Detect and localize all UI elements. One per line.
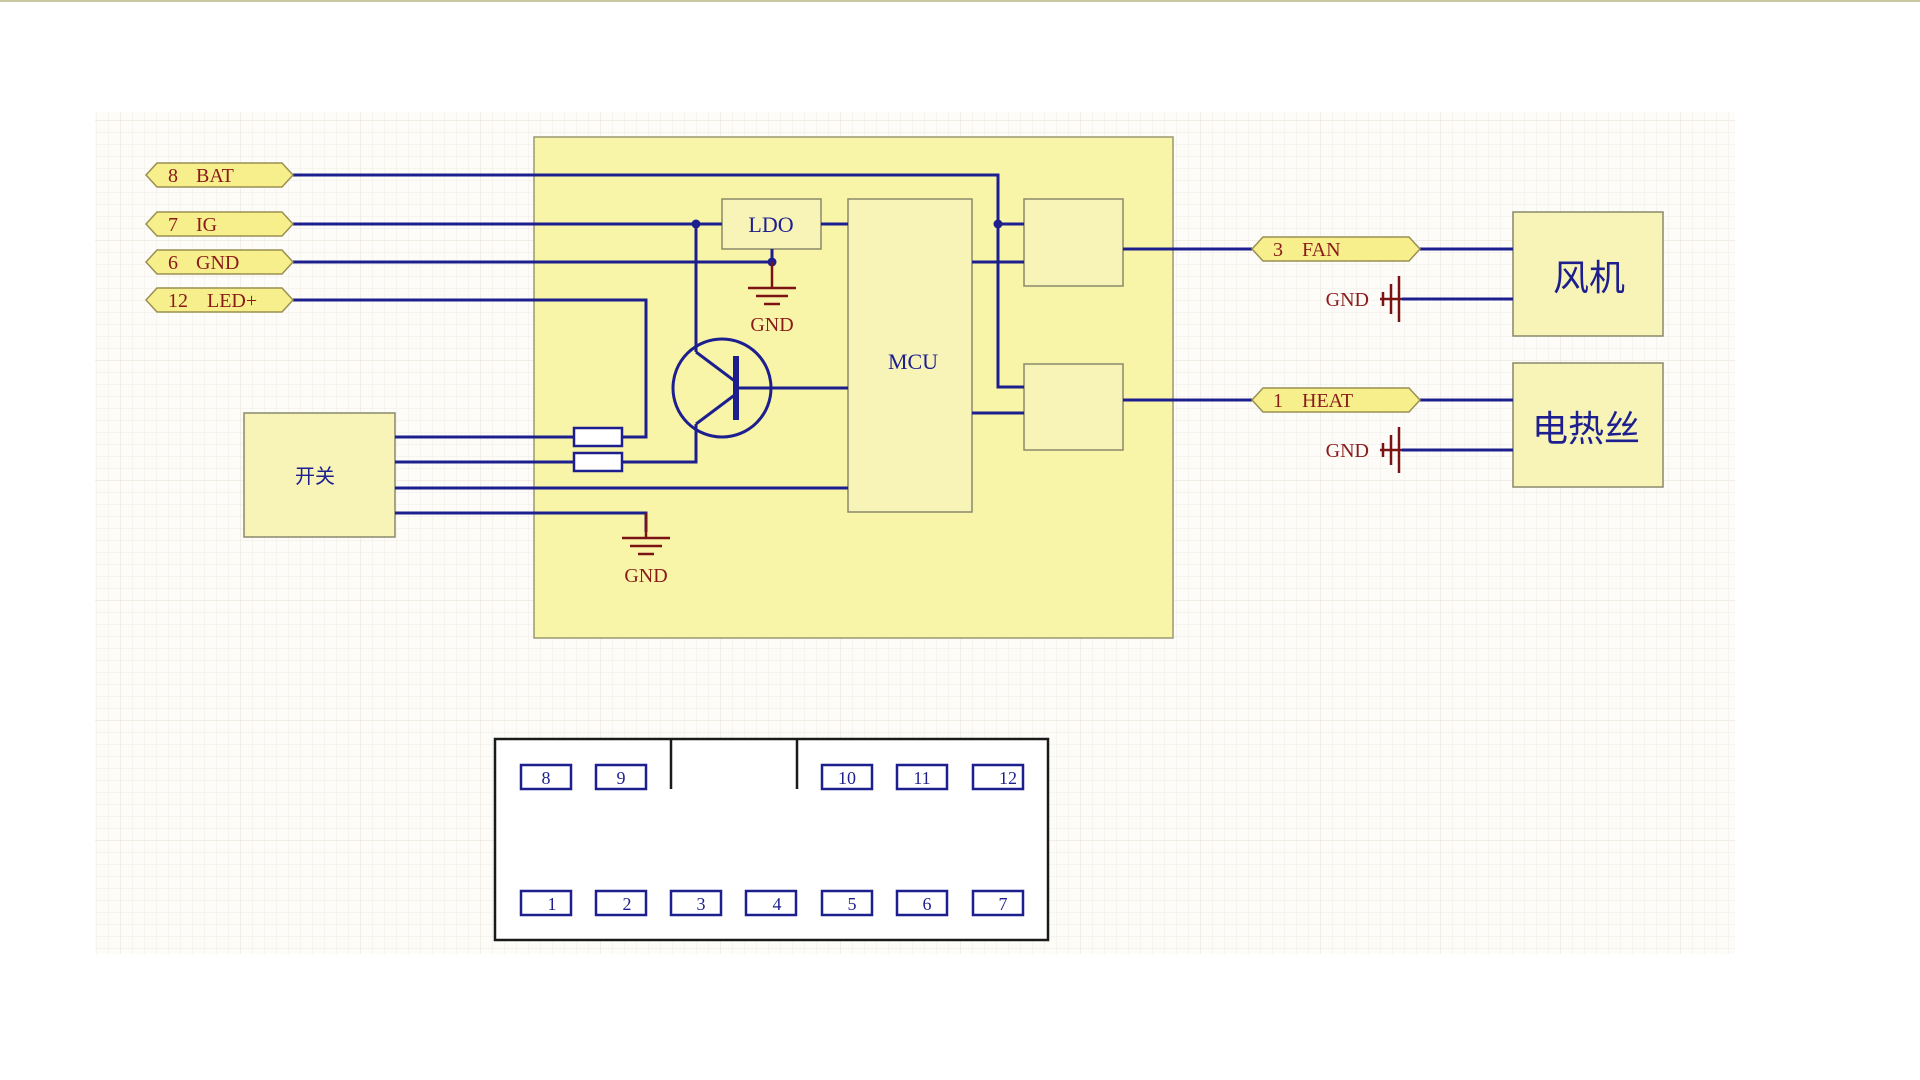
resistor-1 [572, 426, 624, 448]
heater-label: 电热丝 [1532, 409, 1640, 450]
pin-8 [519, 763, 573, 791]
port-led: 12 LED+ [144, 287, 295, 313]
fan-block [1512, 211, 1664, 337]
switch-block [243, 412, 396, 538]
pin-10-label: 10 [838, 768, 856, 788]
gnd-label-fan: GND [1326, 289, 1369, 311]
port-led-name: LED+ [207, 290, 257, 312]
pin-1-label: 1 [548, 894, 557, 914]
mcu-block [847, 198, 973, 513]
heat-driver-block [1023, 363, 1124, 451]
wire-led [293, 298, 648, 439]
port-heat-name: HEAT [1302, 390, 1353, 412]
pin-7-label: 7 [999, 894, 1008, 914]
port-fan-name: FAN [1302, 239, 1341, 261]
fan-driver-block [1023, 198, 1124, 287]
ldo-block [721, 198, 822, 250]
port-bat: 8 BAT [144, 162, 295, 188]
port-ig-name: IG [196, 214, 217, 236]
pin-11 [895, 763, 949, 791]
pin-6 [895, 889, 949, 917]
gnd-symbol-switch [622, 513, 670, 556]
pin-9-label: 9 [617, 768, 626, 788]
pin-10 [820, 763, 874, 791]
pin-4 [744, 889, 798, 917]
port-fan-num: 3 [1273, 239, 1283, 261]
port-gnd-num: 6 [168, 252, 178, 274]
pin-4-label: 4 [773, 894, 782, 914]
ldo-label: LDO [748, 212, 793, 237]
gnd-symbol-heat [1380, 427, 1402, 473]
port-led-num: 12 [168, 290, 188, 312]
switch-label: 开关 [295, 464, 335, 488]
pin-7 [971, 889, 1025, 917]
gnd-label-ldo: GND [750, 314, 793, 336]
fan-label: 风机 [1553, 258, 1625, 299]
heater-block [1512, 362, 1664, 488]
gnd-symbol-fan [1380, 276, 1402, 322]
pin-3 [669, 889, 723, 917]
resistor-2 [572, 451, 624, 473]
connector-top-row: 8 9 10 11 12 [519, 763, 1025, 791]
port-ig-num: 7 [168, 214, 178, 236]
port-bat-name: BAT [196, 165, 234, 187]
pin-5-label: 5 [848, 894, 857, 914]
mcu-label: MCU [888, 349, 938, 374]
pin-8-label: 8 [542, 768, 551, 788]
wire-bat [293, 173, 1024, 389]
pin-12-label: 12 [999, 768, 1017, 788]
pin-11-label: 11 [913, 768, 930, 788]
connector-bottom-row: 1 2 3 4 5 6 7 [519, 889, 1025, 917]
gnd-label-switch: GND [624, 565, 667, 587]
pin-5 [820, 889, 874, 917]
wire-transistor-emitter [622, 424, 698, 464]
gnd-symbol-ldo [748, 262, 796, 306]
pin-6-label: 6 [923, 894, 932, 914]
port-heat-num: 1 [1273, 390, 1283, 412]
port-ig: 7 IG [144, 211, 295, 237]
port-bat-num: 8 [168, 165, 178, 187]
pin-2 [594, 889, 648, 917]
port-gnd: 6 GND [144, 249, 295, 275]
port-heat: 1 HEAT [1250, 387, 1422, 413]
gnd-label-heat: GND [1326, 440, 1369, 462]
port-gnd-name: GND [196, 252, 239, 274]
transistor-symbol [671, 337, 773, 439]
pin-2-label: 2 [623, 894, 632, 914]
pin-12 [971, 763, 1025, 791]
pin-1 [519, 889, 573, 917]
pin-3-label: 3 [697, 894, 706, 914]
port-fan: 3 FAN [1250, 236, 1422, 262]
pin-9 [594, 763, 648, 791]
